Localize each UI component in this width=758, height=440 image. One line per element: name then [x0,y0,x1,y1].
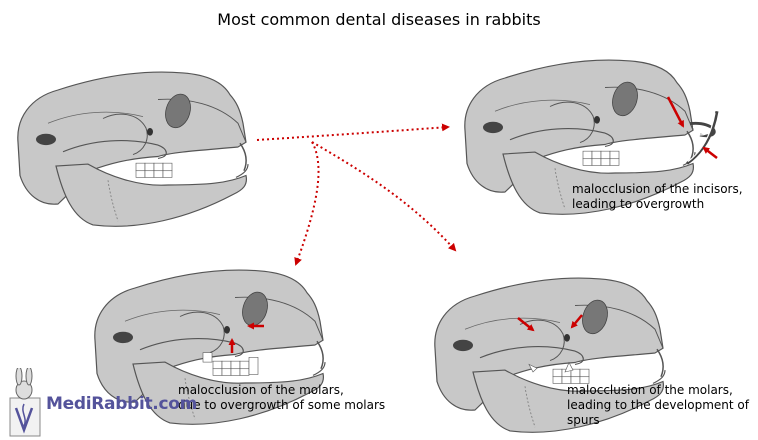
incisor-arrow-upper [666,96,685,128]
skull-molar-spurs-drawing [434,277,666,434]
incisor-arrow-lower [702,146,718,159]
spur-arrow-left [517,317,535,332]
spur-arrow-right [570,314,583,329]
caption-incisor-malocclusion: malocclusion of the incisors, leading to… [572,182,743,212]
caption-molar-overgrowth: malocclusion of the molars, due to overg… [178,383,385,413]
caption-molar-spurs: malocclusion of the molars, leading to t… [567,383,749,428]
caption-line: due to overgrowth of some molars [178,398,386,412]
caption-line: malocclusion of the molars, [567,383,733,397]
caption-line: spurs [567,413,600,427]
logo-text: MediRabbit.com [46,394,198,414]
diagram-title: Most common dental diseases in rabbits [217,10,541,29]
medirabbit-logo[interactable]: MediRabbit.com [0,368,200,440]
caption-line: leading to the development of [567,398,749,412]
caption-line: malocclusion of the incisors, [572,182,743,196]
rabbit-logo-icon [9,368,41,437]
caption-line: malocclusion of the molars, [178,383,344,397]
skull-normal-drawing [17,71,249,228]
skull-incisor-malocclusion-drawing [464,59,719,216]
connector-arrow-to-molar-overgrowth [294,141,320,266]
connector-arrow-to-incisors [256,123,450,141]
skull-molar-overgrowth-drawing [94,269,326,426]
connector-arrow-to-molar-spurs [311,141,457,252]
caption-line: leading to overgrowth [572,197,705,211]
